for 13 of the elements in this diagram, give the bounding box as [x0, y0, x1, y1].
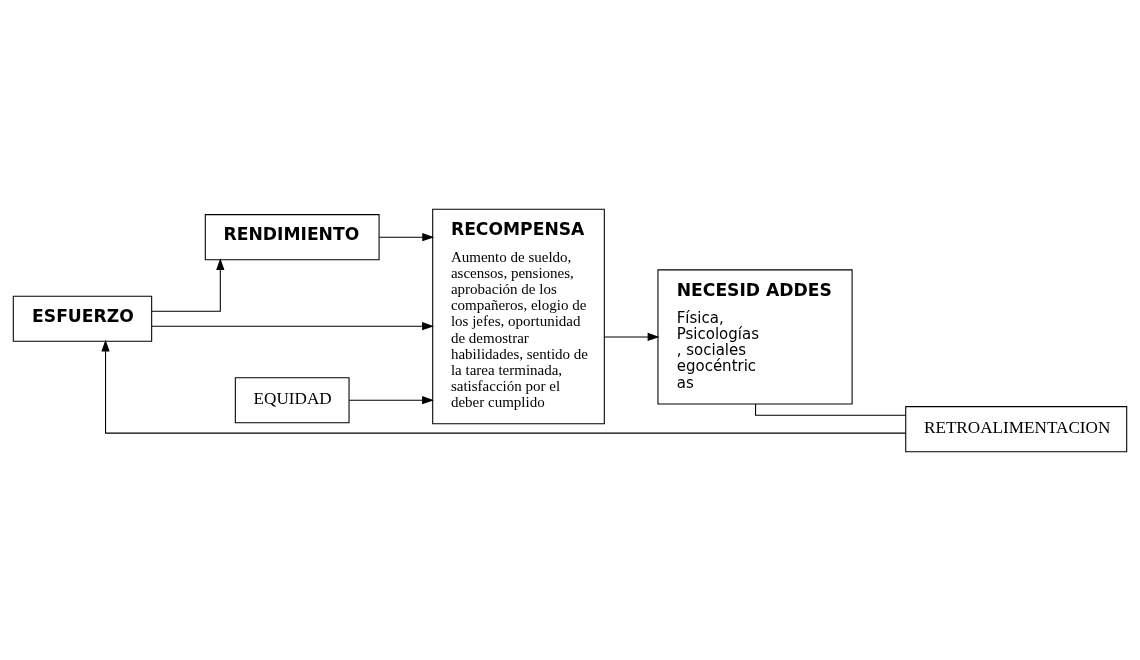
- node-box: ESFUERZO: [12, 295, 153, 342]
- node-box: RETROALIMENTACION: [905, 405, 1128, 452]
- arrow: [151, 321, 434, 330]
- arrow: [378, 232, 435, 241]
- node-box: EQUIDAD: [234, 376, 350, 423]
- node-box: NECESID ADDES Física, Psicologías , sociales egocéntric as: [657, 268, 853, 404]
- arrow: [151, 257, 225, 312]
- arrow: [348, 395, 434, 404]
- arrow: [101, 339, 906, 434]
- node-box: RECOMPENSA Aumento de sueldo, ascensos, pensiones, aprobación de los compañeros, elogio de los jefes, oportunidad de demostrar habilidades, sentido de la tarea terminada, satisfacción por el deber cumplido: [432, 208, 605, 424]
- connector: [755, 403, 907, 416]
- arrow: [604, 332, 660, 341]
- node-box: RENDIMIENTO: [204, 213, 380, 260]
